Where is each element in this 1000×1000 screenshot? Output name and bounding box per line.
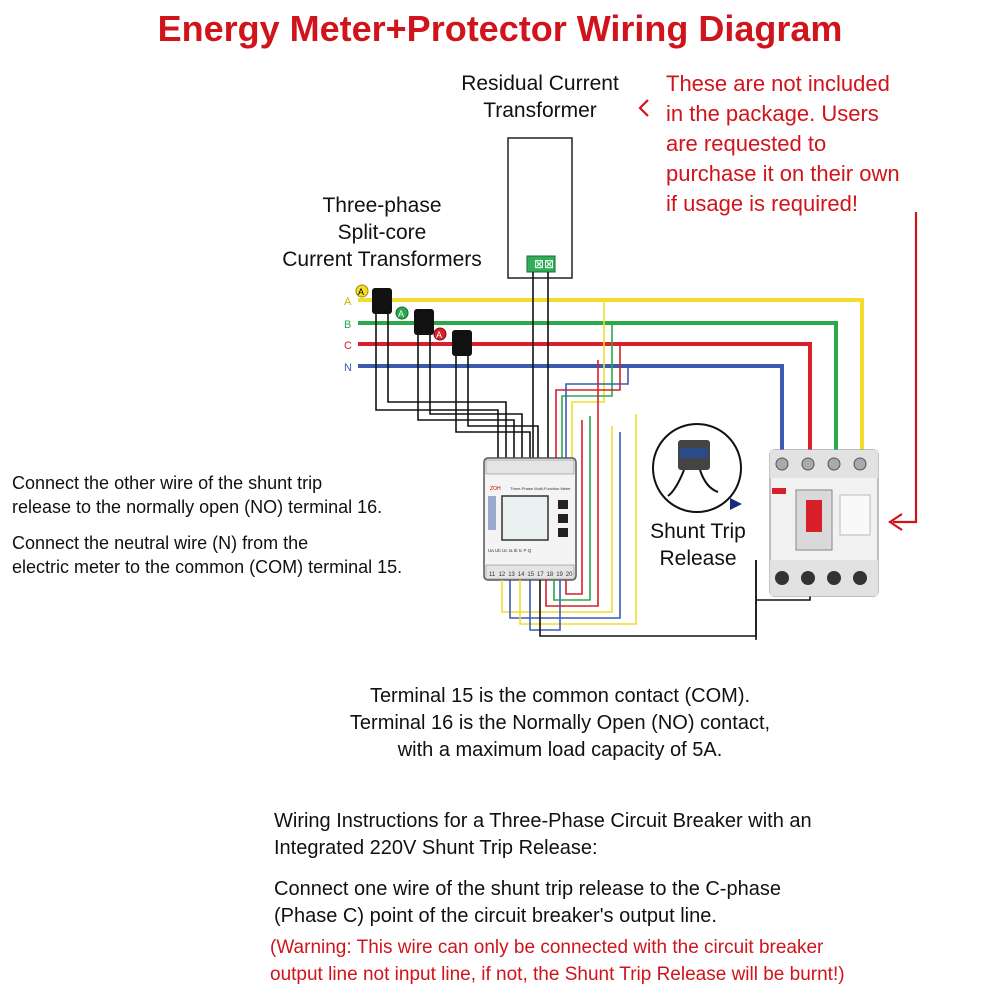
meter-terminal-number: 20 (566, 572, 573, 578)
rct-terminal-block (526, 255, 556, 273)
ct-b: A (395, 306, 434, 335)
svg-text:Ua Ub Uc Ia Ib Ic P Q: Ua Ub Uc Ia Ib Ic P Q (488, 548, 532, 553)
meter-terminal-number: 13 (508, 572, 515, 578)
phase-n-letter: N (344, 362, 352, 374)
ct-label-line1: Three-phase (322, 194, 442, 217)
phase-c-line (358, 342, 812, 458)
ct-c: A (433, 327, 472, 356)
phase-a-letter: A (344, 296, 352, 308)
left-note-line: release to the normally open (NO) termin… (12, 497, 383, 517)
meter-terminal-number: 17 (537, 572, 544, 578)
phase-c-letter: C (344, 340, 352, 352)
phase-b-letter: B (344, 319, 351, 331)
ct-label-line3: Current Transformers (282, 248, 482, 271)
circuit-breaker (769, 449, 879, 597)
meter-terminal-number: 18 (547, 572, 554, 578)
phase-a-line (358, 298, 864, 458)
terminal-note-line: Terminal 16 is the Normally Open (NO) co… (349, 712, 771, 734)
left-note-line: Connect the neutral wire (N) from the (12, 533, 309, 553)
svg-text:⊠⊠: ⊠⊠ (534, 257, 554, 271)
notice-line: in the package. Users (666, 101, 879, 126)
warning-line: (Warning: This wire can only be connecte… (270, 937, 824, 958)
rct-label-line1: Residual Current (461, 72, 619, 95)
ct-a: A (355, 284, 392, 314)
instructions-heading: Integrated 220V Shunt Trip Release: (274, 837, 598, 859)
instructions-step: (Phase C) point of the circuit breaker's… (274, 905, 717, 927)
ct-secondary-wires (375, 272, 549, 458)
terminal-notes: Terminal 15 is the common contact (COM).… (300, 683, 820, 764)
meter-terminal-number: 19 (556, 572, 563, 578)
not-included-notice: These are not included in the package. U… (666, 69, 966, 219)
shunt-label: Shunt Trip Release (634, 518, 762, 572)
svg-text:Three-Phase Multi-Function Met: Three-Phase Multi-Function Meter (510, 486, 571, 491)
meter-display (501, 495, 549, 541)
voltage-tap-wires (555, 300, 629, 458)
svg-text:ZOH: ZOH (490, 486, 501, 492)
instructions: Wiring Instructions for a Three-Phase Ci… (274, 808, 994, 930)
warning-line: output line not input line, if not, the … (270, 964, 845, 985)
ct-label: Three-phase Split-core Current Transform… (262, 192, 502, 273)
notice-line: purchase it on their own (666, 161, 900, 186)
shunt-label-line2: Release (659, 547, 737, 570)
notice-line: These are not included (666, 71, 890, 96)
phase-bus-lines (358, 298, 864, 458)
svg-text:A: A (436, 330, 442, 340)
meter-bottom-wires (501, 360, 757, 637)
rct-label: Residual Current Transformer (430, 70, 650, 124)
phase-b-line (358, 321, 838, 458)
ct-label-line2: Split-core (337, 221, 427, 244)
svg-text:A: A (398, 309, 404, 319)
meter-terminal-number: 11 (489, 572, 496, 578)
meter-terminal-number: 15 (527, 572, 534, 578)
left-note-line: Connect the other wire of the shunt trip (12, 473, 323, 493)
notice-line: are requested to (666, 131, 827, 156)
meter-terminal-number: 12 (499, 572, 506, 578)
breaker-handle (806, 500, 822, 532)
red-arrows (638, 99, 918, 531)
neutral-line (358, 364, 784, 458)
terminal-note-line: Terminal 15 is the common contact (COM). (369, 685, 751, 707)
svg-text:A: A (358, 287, 364, 297)
left-note-line: electric meter to the common (COM) termi… (12, 557, 403, 577)
rct-label-line2: Transformer (483, 99, 597, 122)
shunt-trip-image (652, 423, 742, 513)
shunt-label-line1: Shunt Trip (650, 520, 746, 543)
energy-meter: ZOH Three-Phase Multi-Function Meter Ua … (483, 457, 577, 581)
page-title: Energy Meter+Protector Wiring Diagram (157, 8, 843, 49)
instructions-step: Connect one wire of the shunt trip relea… (274, 878, 781, 900)
meter-terminal-number: 14 (518, 572, 525, 578)
residual-current-transformer (507, 137, 573, 279)
terminal-note-line: with a maximum load capacity of 5A. (397, 739, 723, 761)
warning: (Warning: This wire can only be connecte… (270, 934, 995, 988)
notice-line: if usage is required! (666, 191, 858, 216)
instructions-heading: Wiring Instructions for a Three-Phase Ci… (274, 810, 812, 832)
rct-notice-arrow (638, 99, 649, 117)
left-notes: Connect the other wire of the shunt trip… (12, 471, 482, 579)
